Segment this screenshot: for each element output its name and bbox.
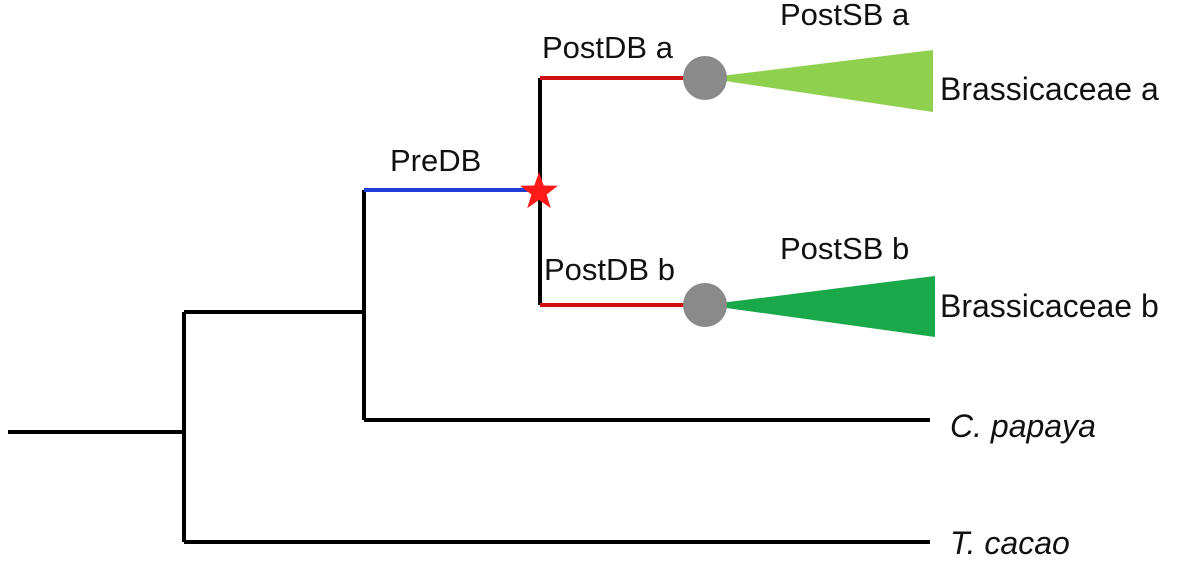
post-db-a-label: PostDB a <box>542 30 674 65</box>
duplication-star-icon <box>520 172 558 209</box>
clade-a-triangle <box>705 50 933 112</box>
post-sb-b-label: PostSB b <box>780 231 909 266</box>
taxon-papaya: C. papaya <box>950 408 1096 444</box>
clade-b-triangle <box>705 276 935 337</box>
post-sb-a-label: PostSB a <box>780 0 910 32</box>
taxon-brassicaceae-a: Brassicaceae a <box>940 71 1159 107</box>
speciation-node-b <box>683 283 727 327</box>
pre-db-label: PreDB <box>390 143 481 178</box>
tree-backbone <box>8 78 930 544</box>
speciation-node-a <box>683 56 727 100</box>
taxon-cacao: T. cacao <box>950 525 1070 561</box>
taxon-brassicaceae-b: Brassicaceae b <box>940 288 1159 324</box>
post-db-b-label: PostDB b <box>544 252 675 287</box>
